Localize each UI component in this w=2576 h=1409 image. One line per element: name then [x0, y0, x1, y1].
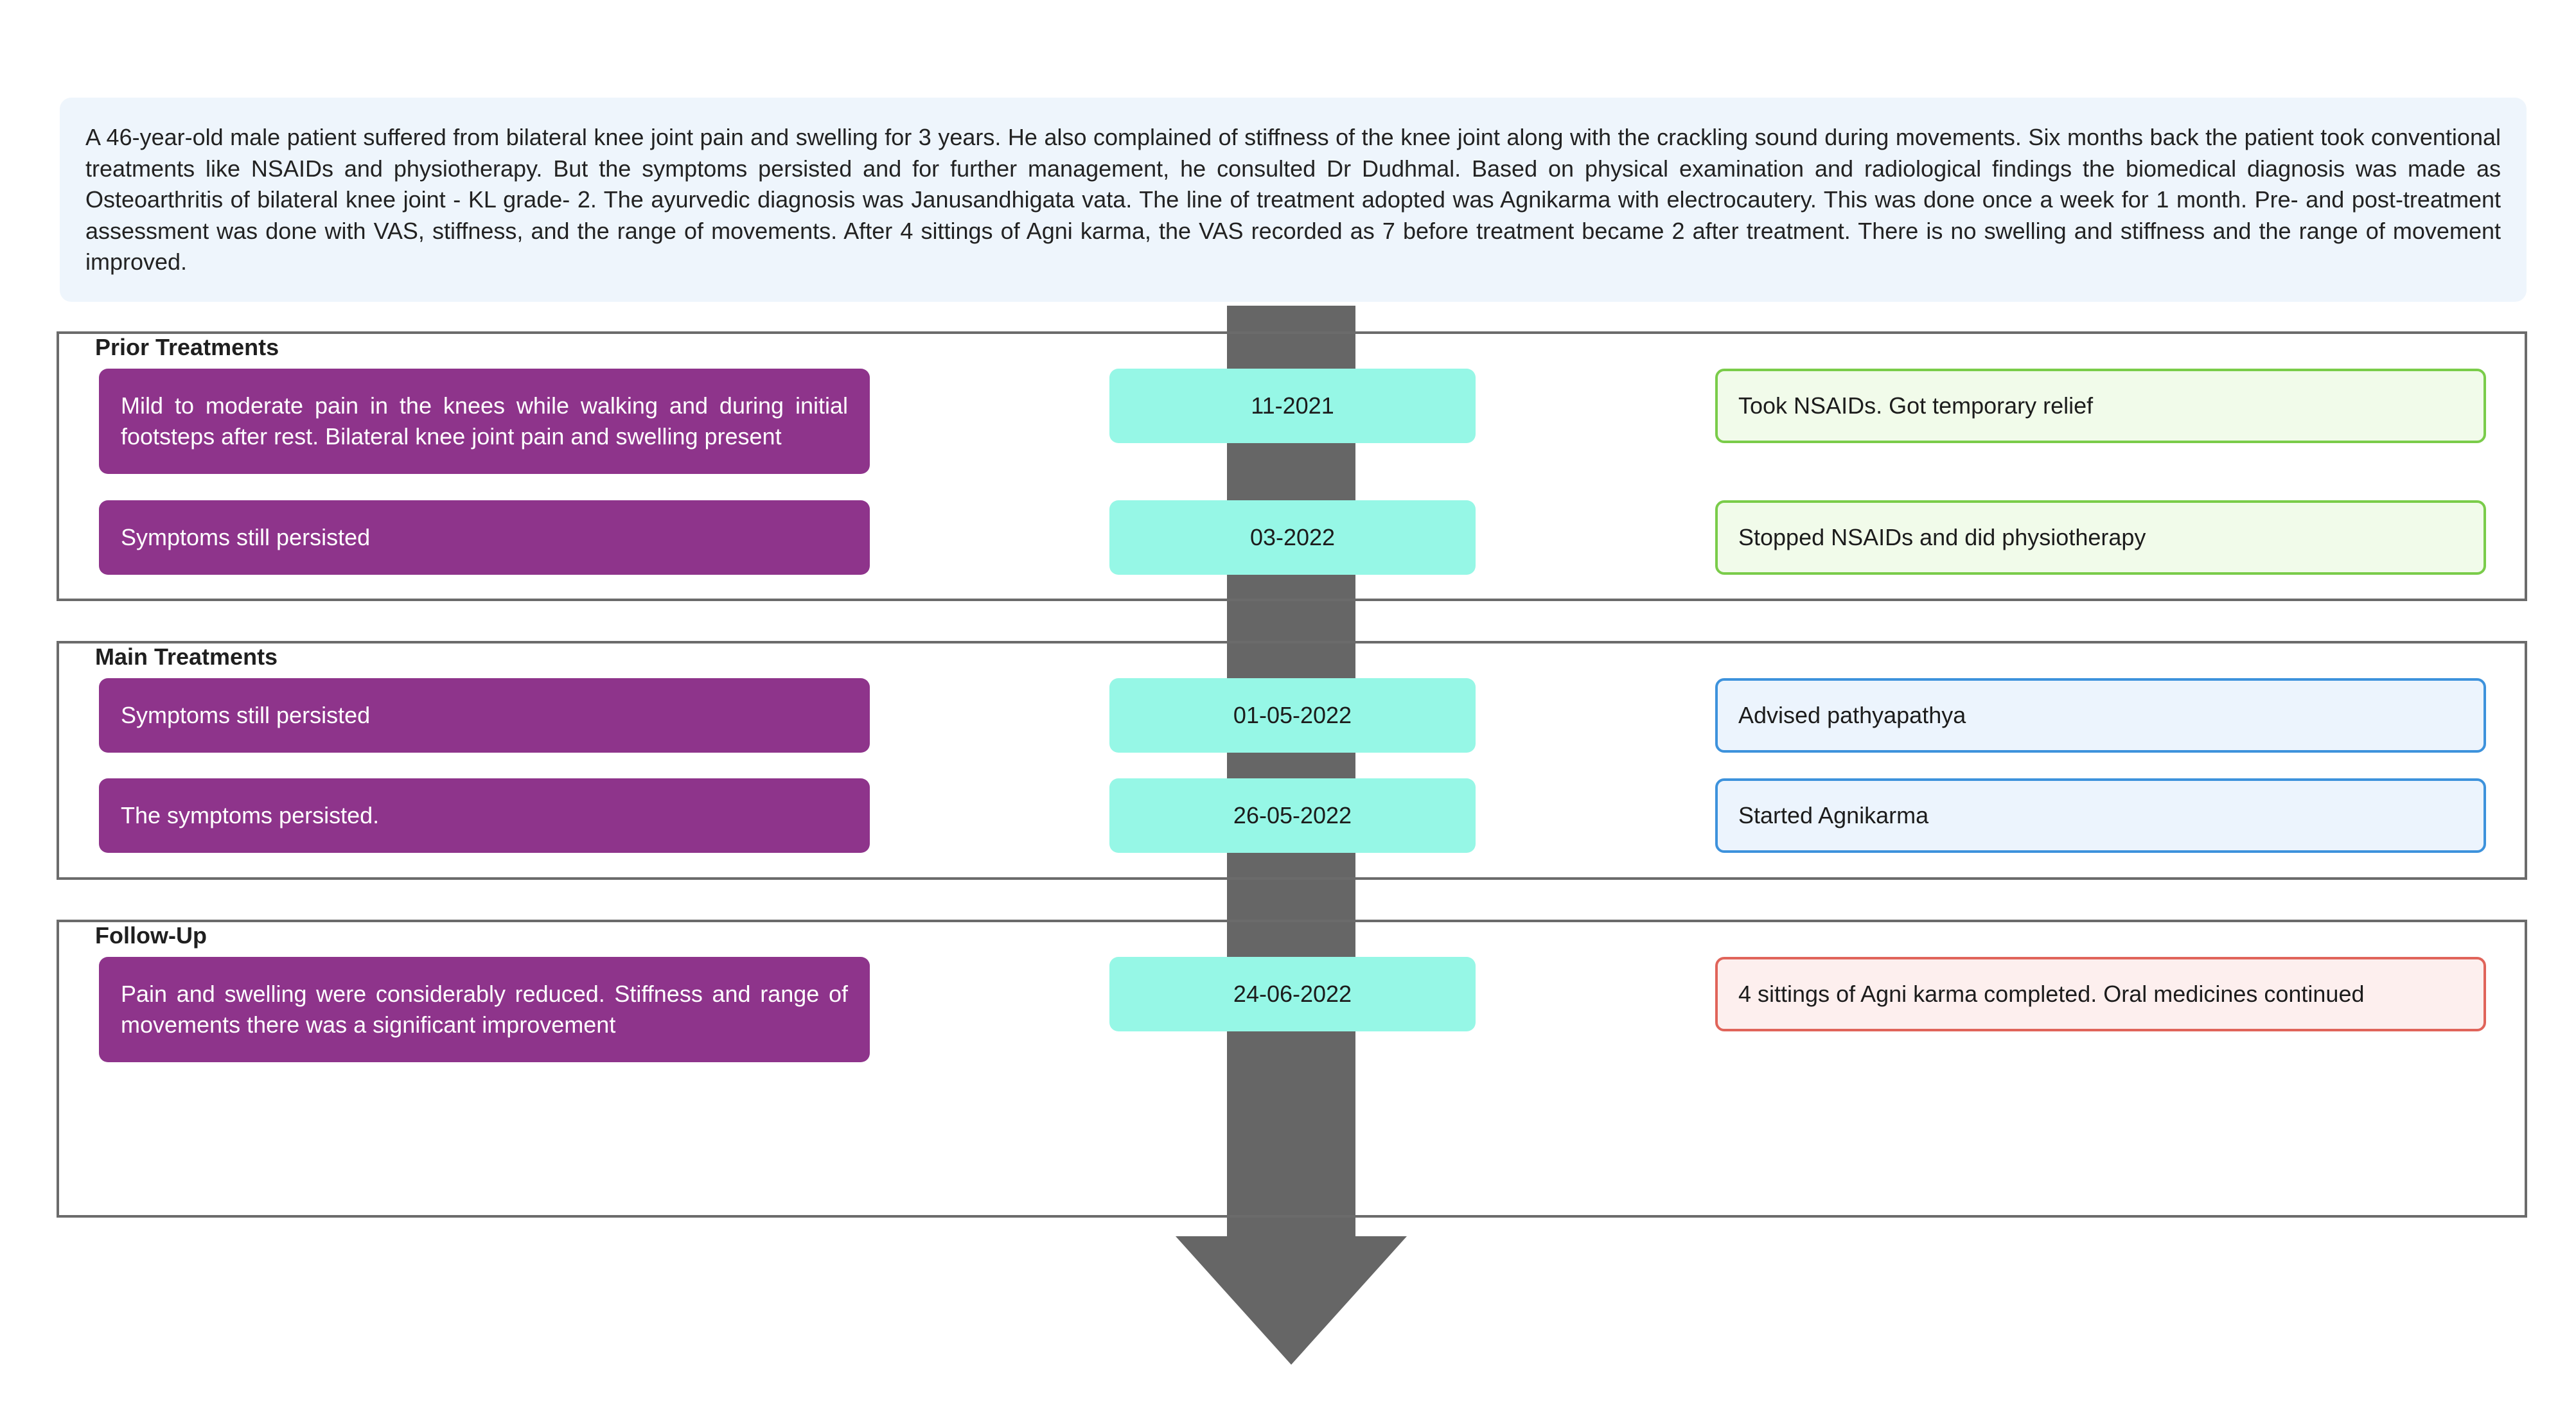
date-box: 01-05-2022 [1109, 678, 1476, 753]
section-follow-up: Follow-Up Pain and swelling were conside… [57, 920, 2527, 1218]
action-box: Took NSAIDs. Got temporary relief [1715, 369, 2486, 443]
action-box: Started Agnikarma [1715, 778, 2486, 853]
case-summary: A 46-year-old male patient suffered from… [60, 98, 2527, 302]
timeline-arrow-head [1176, 1236, 1407, 1365]
finding-box: Pain and swelling were considerably redu… [99, 957, 870, 1062]
section-title: Prior Treatments [95, 334, 279, 360]
date-box: 03-2022 [1109, 500, 1476, 575]
action-box: 4 sittings of Agni karma completed. Oral… [1715, 957, 2486, 1031]
finding-box: The symptoms persisted. [99, 778, 870, 853]
section-title: Main Treatments [95, 643, 278, 670]
finding-box: Symptoms still persisted [99, 500, 870, 575]
action-box: Advised pathyapathya [1715, 678, 2486, 753]
date-box: 26-05-2022 [1109, 778, 1476, 853]
date-box: 11-2021 [1109, 369, 1476, 443]
timeline-arrow-shaft [1227, 306, 1355, 1237]
finding-box: Symptoms still persisted [99, 678, 870, 753]
section-main-treatments: Main Treatments Symptoms still persisted… [57, 641, 2527, 880]
action-box: Stopped NSAIDs and did physiotherapy [1715, 500, 2486, 575]
finding-box: Mild to moderate pain in the knees while… [99, 369, 870, 474]
section-prior-treatments: Prior Treatments Mild to moderate pain i… [57, 331, 2527, 601]
section-title: Follow-Up [95, 922, 207, 949]
date-box: 24-06-2022 [1109, 957, 1476, 1031]
